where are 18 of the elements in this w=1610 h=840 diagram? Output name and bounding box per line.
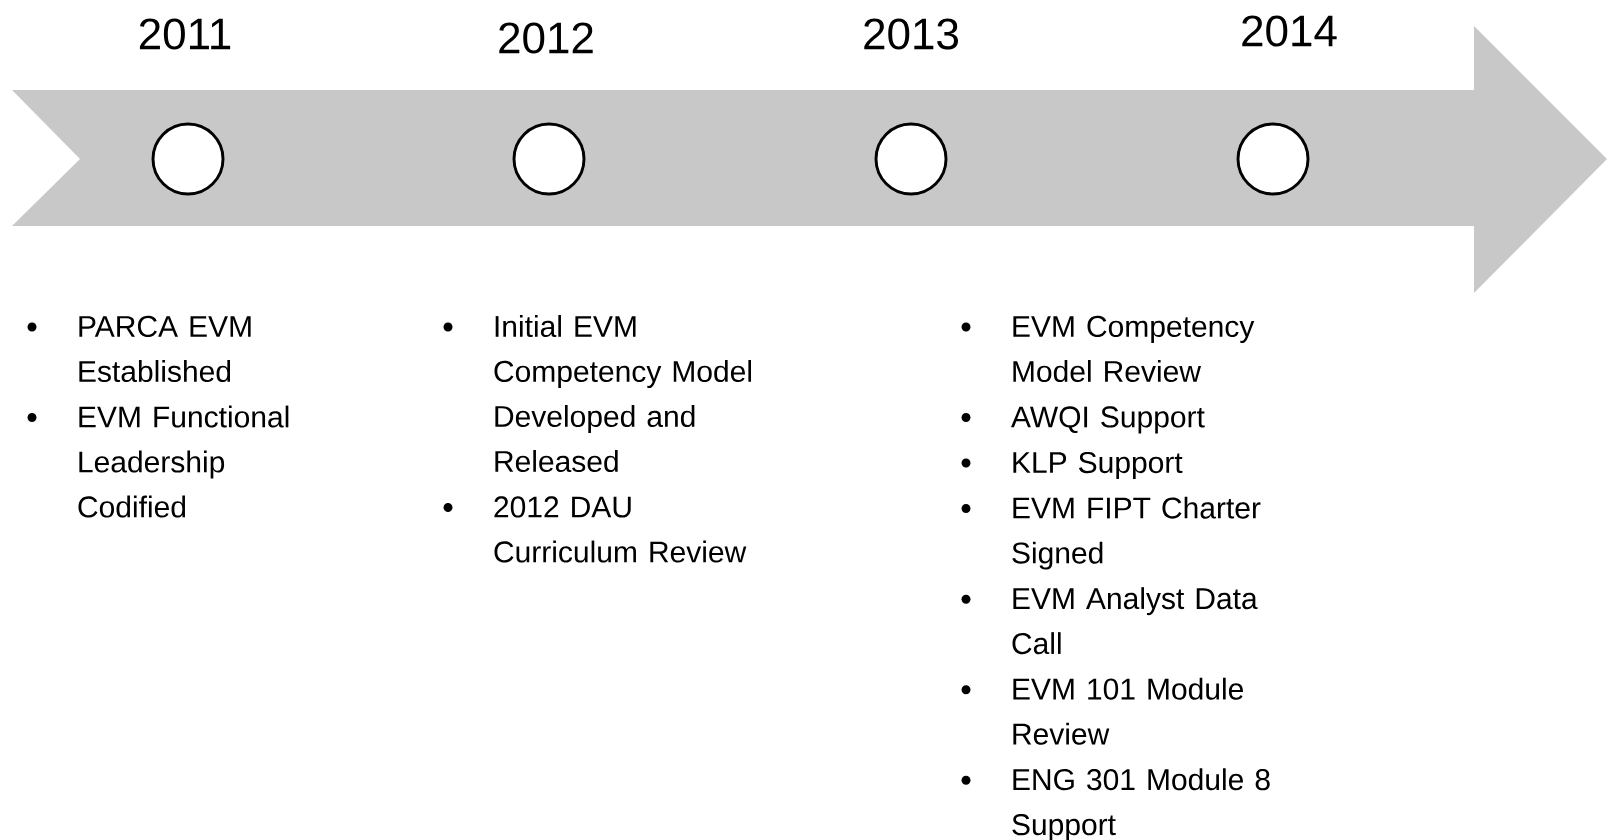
bullet-item: PARCA EVM Established <box>27 315 251 383</box>
milestone-circle <box>151 122 225 196</box>
bullet-item: 2012 DAU Curriculum Review <box>443 496 747 563</box>
year-label: 2011 <box>139 18 231 50</box>
bullet-item: AWQI Support <box>961 406 1205 434</box>
bullet-item: EVM FIPT Charter Signed <box>961 496 1261 570</box>
bullet-item: KLP Support <box>961 451 1183 480</box>
year-label: 2013 <box>864 18 958 50</box>
bullet-item: Initial EVM Competency Model Developed and Released <box>443 315 751 473</box>
bullet-item: EVM Analyst Data Call <box>961 587 1258 655</box>
bullet-item: EVM 101 Module Review <box>961 677 1243 745</box>
milestone-circle <box>512 122 586 196</box>
milestone-circle <box>1236 122 1310 196</box>
bullet-item: EVM Functional Leadership Codified <box>27 405 289 518</box>
bullet-item: EVM Competency Model Review <box>961 315 1255 383</box>
year-label: 2014 <box>1242 15 1337 47</box>
milestone-circle <box>874 122 948 196</box>
year-label: 2012 <box>499 22 593 54</box>
